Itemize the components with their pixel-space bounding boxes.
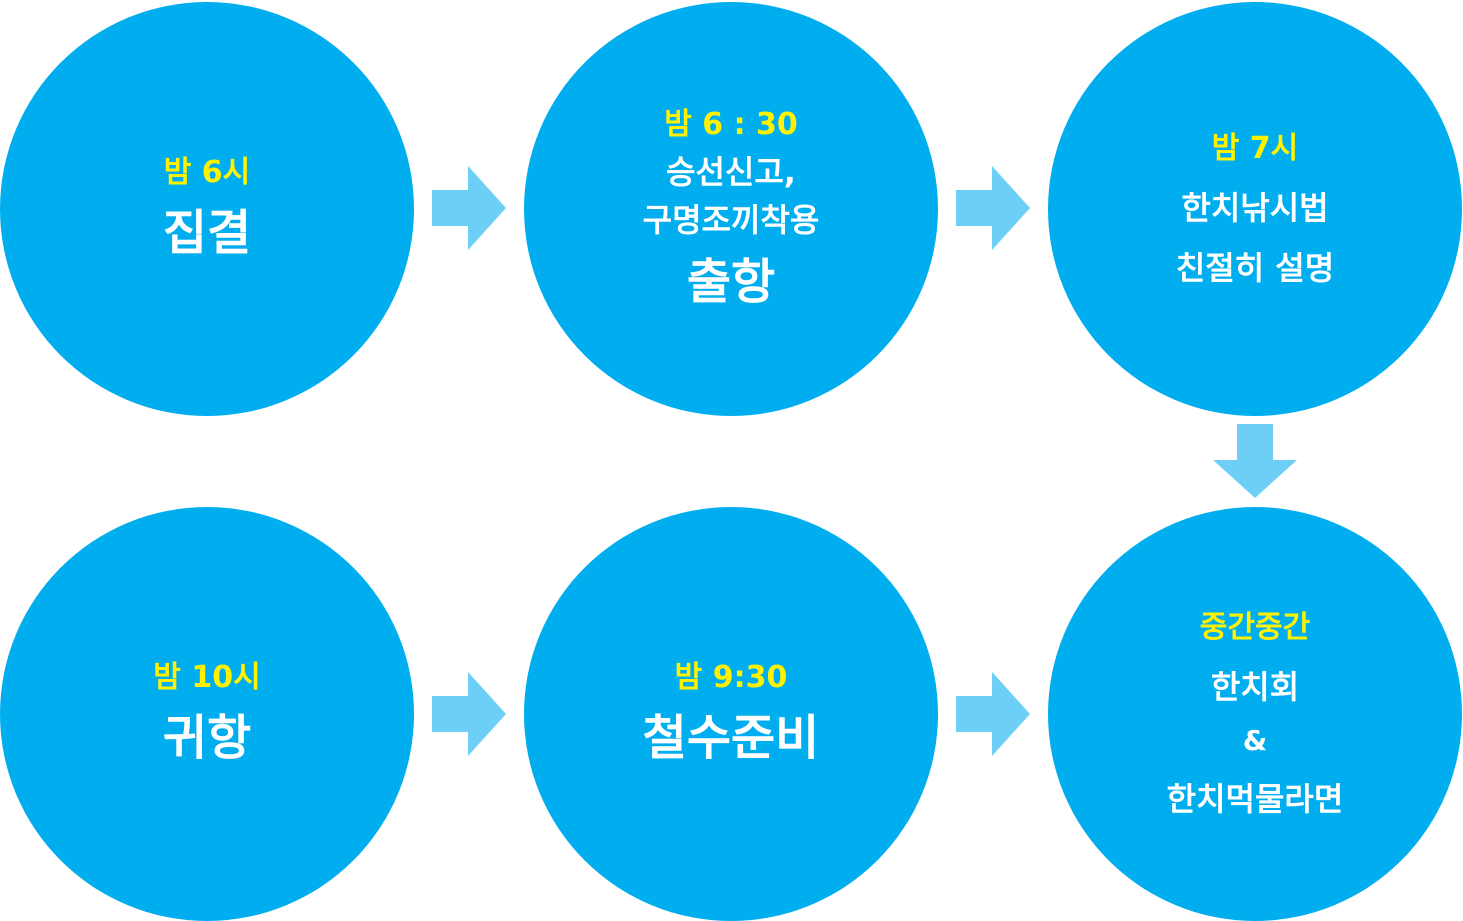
step-line: 한치먹물라면 bbox=[1166, 779, 1344, 818]
arrow-down-icon bbox=[1213, 424, 1297, 498]
step-time: 밤 6 : 30 bbox=[664, 106, 798, 142]
step-ampersand: & bbox=[1242, 724, 1268, 758]
arrow-right-icon bbox=[956, 672, 1030, 756]
arrow-right-icon bbox=[432, 672, 506, 756]
step-time: 밤 10시 bbox=[153, 660, 261, 696]
arrow-right-icon bbox=[432, 166, 506, 250]
step-line: 한치회 bbox=[1210, 667, 1300, 706]
step-line: 친절히 설명 bbox=[1175, 249, 1335, 287]
step-time: 밤 7시 bbox=[1211, 130, 1299, 166]
step-title: 귀항 bbox=[162, 710, 252, 767]
step-line: 한치낚시법 bbox=[1181, 188, 1329, 227]
step-circle-return: 밤 10시 귀항 bbox=[0, 507, 414, 921]
step-line: 구명조끼착용 bbox=[642, 201, 820, 240]
step-title: 출항 bbox=[686, 253, 776, 310]
arrow-right-icon bbox=[956, 166, 1030, 250]
step-circle-prepare-return: 밤 9:30 철수준비 bbox=[524, 507, 938, 921]
step-circle-lesson: 밤 7시 한치낚시법 친절히 설명 bbox=[1048, 2, 1462, 416]
step-time: 중간중간 bbox=[1199, 609, 1311, 645]
step-title: 집결 bbox=[162, 205, 252, 262]
step-circle-depart: 밤 6 : 30 승선신고, 구명조끼착용 출항 bbox=[524, 2, 938, 416]
step-circle-gather: 밤 6시 집결 bbox=[0, 2, 414, 416]
step-time: 밤 6시 bbox=[163, 155, 251, 191]
step-line: 승선신고, bbox=[666, 152, 796, 191]
step-title: 철수준비 bbox=[642, 710, 820, 767]
step-circle-meal: 중간중간 한치회 & 한치먹물라면 bbox=[1048, 507, 1462, 921]
step-time: 밤 9:30 bbox=[674, 660, 788, 696]
